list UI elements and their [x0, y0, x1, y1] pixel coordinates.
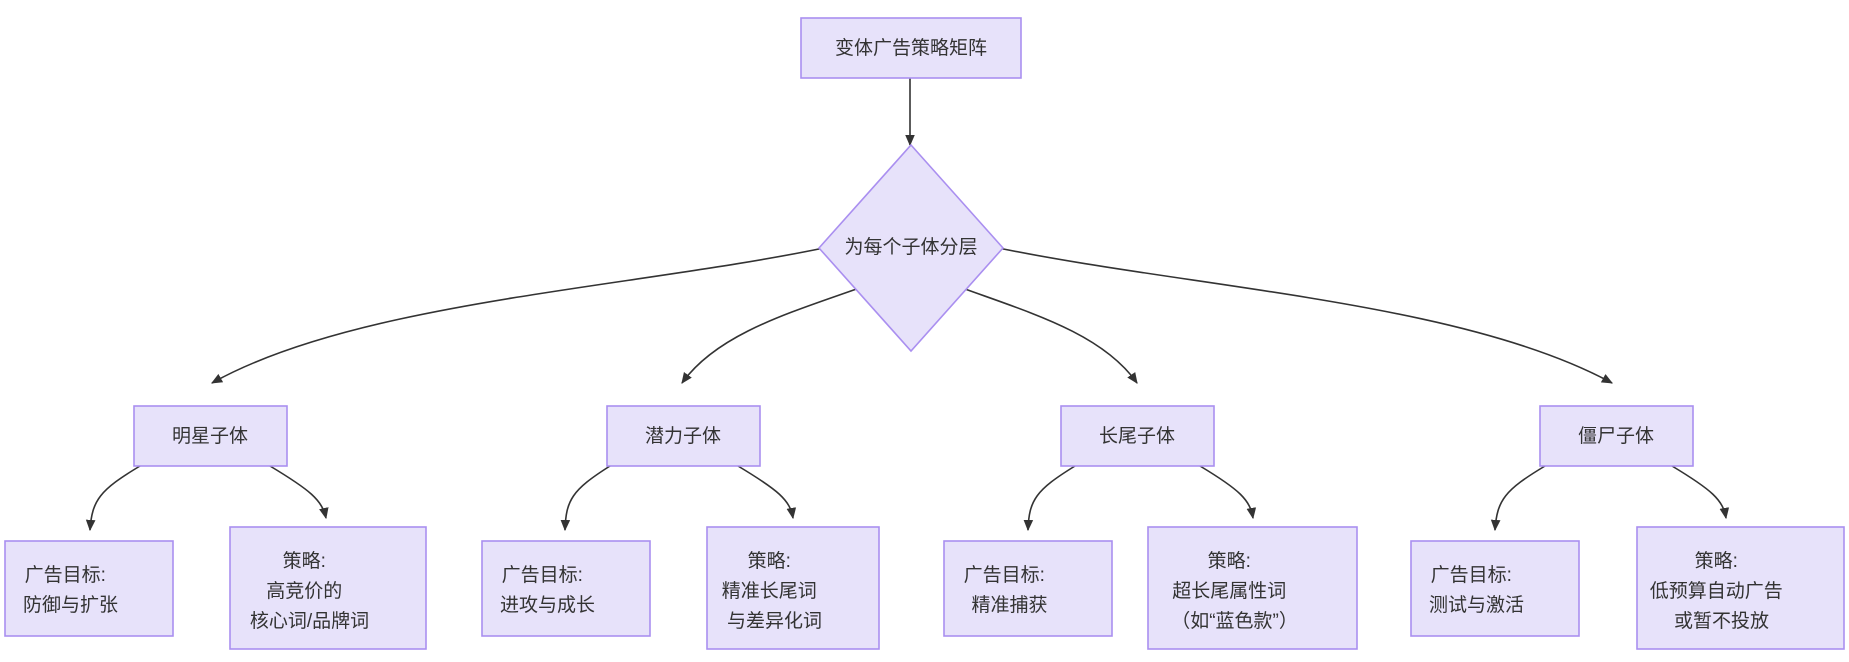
text-line: 高竞价的: [266, 580, 342, 602]
node-tier-potential-strategy-label: 策略: 精准长尾词 与差异化词: [722, 550, 865, 632]
text-line: 策略:: [1208, 550, 1251, 572]
edge-decision-to-tier-zombie: [983, 244, 1613, 384]
text-line: 策略:: [1695, 550, 1738, 572]
node-tier-zombie-strategy[interactable]: 策略: 低预算自动广告 或暂不投放: [1636, 526, 1845, 650]
edge-layer: [85, 78, 1730, 532]
node-tier-zombie-strategy-label: 策略: 低预算自动广告 或暂不投放: [1650, 550, 1831, 632]
node-tier-star-goal[interactable]: 广告目标: 防御与扩张: [4, 540, 174, 637]
text-line: 策略:: [283, 550, 326, 572]
node-tier-longtail-strategy-label: 策略: 超长尾属性词 （如“蓝色款”）: [1171, 550, 1335, 632]
node-tier-star[interactable]: 明星子体: [133, 405, 288, 467]
node-tier-potential-shape: [606, 405, 761, 467]
node-tier-zombie-label: 僵尸子体: [1578, 425, 1654, 447]
text-line: 广告目标:: [25, 564, 106, 586]
node-tier-zombie-goal-shape: [1410, 540, 1580, 637]
node-tier-star-goal-shape: [4, 540, 174, 637]
node-tier-star-strategy[interactable]: 策略: 高竞价的 核心词/品牌词: [229, 526, 427, 650]
node-root-shape: [800, 17, 1022, 79]
node-tier-star-shape: [133, 405, 288, 467]
node-tier-longtail-strategy-shape: [1147, 526, 1358, 650]
text-line: 策略:: [748, 550, 791, 572]
node-decision[interactable]: 为每个子体分层: [817, 143, 1005, 353]
edge-tier-longtail-to-goal: [1023, 465, 1076, 532]
node-decision-label: 为每个子体分层: [844, 236, 977, 258]
node-tier-star-strategy-shape: [229, 526, 427, 650]
text-line: 防御与扩张: [23, 594, 118, 616]
edge-tier-star-to-strategy: [269, 465, 329, 520]
node-tier-longtail[interactable]: 长尾子体: [1060, 405, 1215, 467]
text-line: 广告目标:: [502, 564, 583, 586]
node-tier-potential-label: 潜力子体: [645, 425, 721, 447]
node-tier-potential-goal-label: 广告目标: 进攻与成长: [500, 564, 632, 616]
node-tier-longtail-shape: [1060, 405, 1215, 467]
node-tier-potential[interactable]: 潜力子体: [606, 405, 761, 467]
node-tier-longtail-goal[interactable]: 广告目标: 精准捕获: [943, 540, 1113, 637]
edge-tier-potential-to-strategy: [737, 465, 797, 520]
edge-tier-potential-to-goal: [560, 465, 611, 532]
text-line: 广告目标:: [1431, 564, 1512, 586]
edge-decision-to-tier-potential: [681, 281, 877, 384]
node-tier-potential-strategy[interactable]: 策略: 精准长尾词 与差异化词: [706, 526, 880, 650]
edge-decision-to-tier-longtail: [945, 281, 1138, 384]
node-tier-zombie-goal-label: 广告目标: 测试与激活: [1429, 564, 1561, 616]
text-line: 精准长尾词: [722, 580, 817, 602]
node-tier-zombie-goal[interactable]: 广告目标: 测试与激活: [1410, 540, 1580, 637]
edge-decision-to-tier-star: [211, 244, 839, 384]
node-tier-zombie-strategy-shape: [1636, 526, 1845, 650]
text-line: 或暂不投放: [1674, 610, 1769, 632]
node-root[interactable]: 变体广告策略矩阵: [800, 17, 1022, 79]
node-tier-star-strategy-label: 策略: 高竞价的 核心词/品牌词: [250, 550, 406, 632]
node-tier-zombie-shape: [1539, 405, 1694, 467]
node-tier-star-goal-label: 广告目标: 防御与扩张: [23, 564, 155, 616]
node-tier-potential-goal-shape: [481, 540, 651, 637]
node-root-label: 变体广告策略矩阵: [835, 37, 987, 59]
node-tier-zombie[interactable]: 僵尸子体: [1539, 405, 1694, 467]
node-tier-longtail-goal-shape: [943, 540, 1113, 637]
node-tier-star-label: 明星子体: [172, 425, 248, 447]
text-line: 广告目标:: [964, 564, 1045, 586]
text-line: （如“蓝色款”）: [1171, 610, 1298, 632]
text-line: 与差异化词: [727, 610, 822, 632]
text-line: 测试与激活: [1429, 594, 1524, 616]
text-line: 精准捕获: [972, 594, 1048, 616]
node-tier-potential-strategy-shape: [706, 526, 880, 650]
edge-tier-longtail-to-strategy: [1199, 465, 1257, 520]
text-line: 低预算自动广告: [1650, 580, 1783, 602]
edge-tier-star-to-goal: [85, 465, 141, 532]
node-decision-shape: [817, 143, 1005, 353]
node-tier-longtail-strategy[interactable]: 策略: 超长尾属性词 （如“蓝色款”）: [1147, 526, 1358, 650]
edge-tier-zombie-to-goal: [1490, 465, 1546, 532]
node-tier-longtail-label: 长尾子体: [1099, 425, 1175, 447]
text-line: 核心词/品牌词: [250, 610, 369, 632]
text-line: 超长尾属性词: [1172, 580, 1286, 602]
node-tier-potential-goal[interactable]: 广告目标: 进攻与成长: [481, 540, 651, 637]
edge-tier-zombie-to-strategy: [1671, 465, 1730, 520]
node-tier-longtail-goal-label: 广告目标: 精准捕获: [964, 564, 1093, 616]
text-line: 进攻与成长: [500, 594, 595, 616]
